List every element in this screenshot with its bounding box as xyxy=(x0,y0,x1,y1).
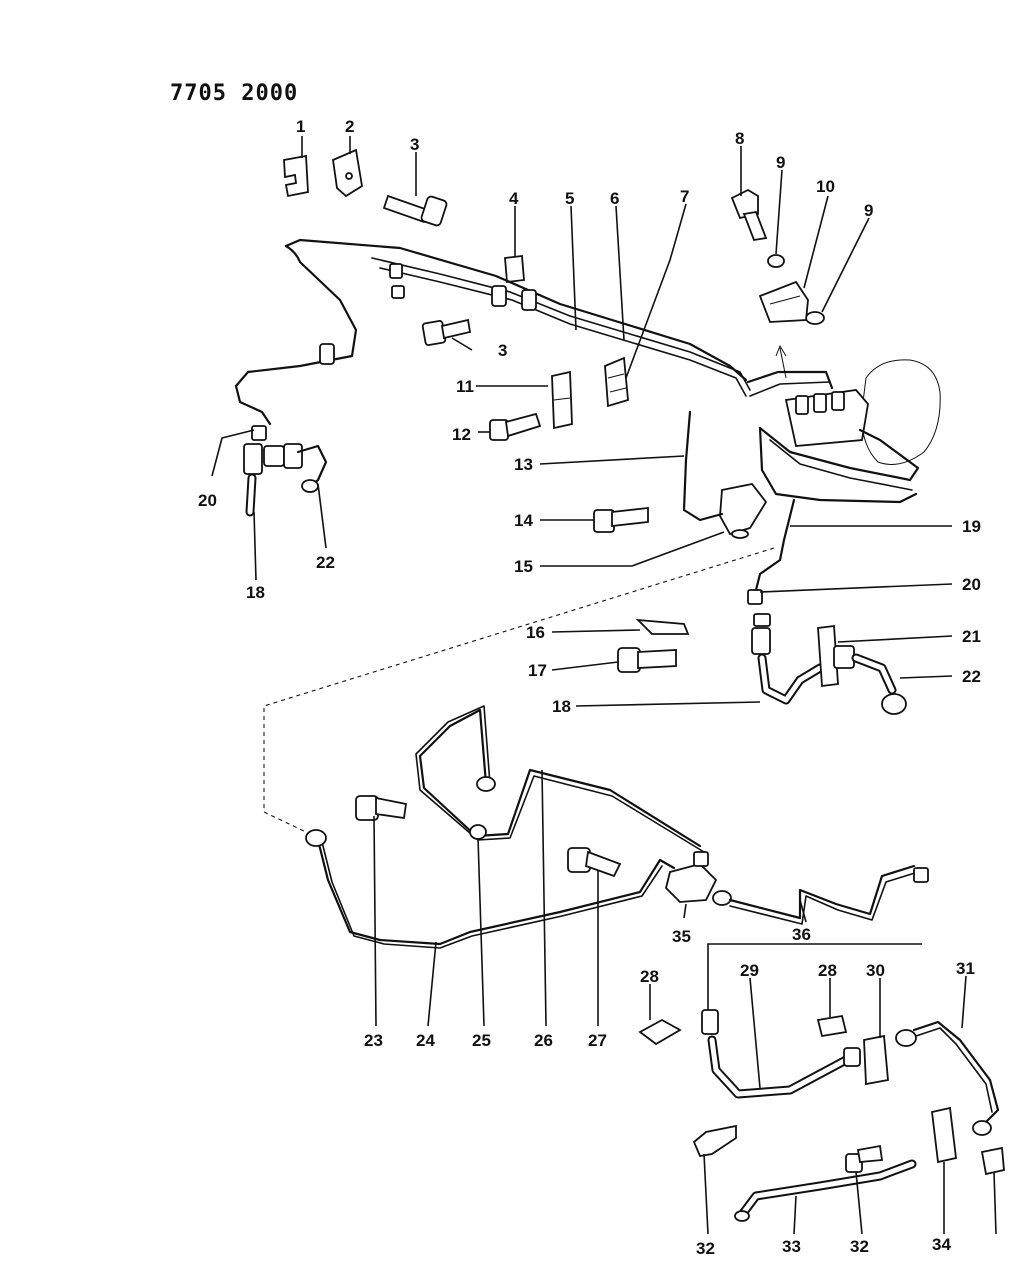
part-31-line xyxy=(895,1020,1000,1136)
callout-22: 22 xyxy=(962,667,981,686)
line-fitting xyxy=(476,776,496,792)
callout-22: 22 xyxy=(316,553,335,572)
line-clamp xyxy=(491,285,507,307)
part-9-washer-a xyxy=(767,254,785,268)
rear-clip xyxy=(980,1146,1005,1176)
part-11-clip xyxy=(551,370,573,430)
part-34-bracket xyxy=(931,1106,957,1164)
callout-6: 6 xyxy=(610,189,619,208)
part-2-clamp xyxy=(332,148,363,198)
line-clamp xyxy=(521,289,537,311)
callout-1: 1 xyxy=(296,117,305,136)
part-5-6-brake-lines xyxy=(234,238,751,404)
callout-17: 17 xyxy=(528,661,547,680)
part-35-valve xyxy=(665,851,732,906)
part-32-bolt-b xyxy=(845,1144,884,1173)
callout-8: 8 xyxy=(735,129,744,148)
callout-21: 21 xyxy=(962,627,981,646)
callout-5: 5 xyxy=(565,189,574,208)
line-fitting xyxy=(305,829,327,847)
callout-20: 20 xyxy=(198,491,217,510)
part-14-bolt xyxy=(593,506,649,533)
callout-30: 30 xyxy=(866,961,885,980)
part-3-bolt-lower xyxy=(421,318,472,346)
callout-32: 32 xyxy=(696,1239,715,1258)
callout-19: 19 xyxy=(962,517,981,536)
right-front-hose-assembly xyxy=(747,589,907,715)
callout-26: 26 xyxy=(534,1031,553,1050)
diagram-code: 7705 2000 xyxy=(170,81,298,106)
callout-20: 20 xyxy=(962,575,981,594)
part-3-bolt-upper xyxy=(382,194,448,227)
callout-18: 18 xyxy=(552,697,571,716)
callout-28: 28 xyxy=(640,967,659,986)
line-clamp xyxy=(319,343,335,365)
callout-31: 31 xyxy=(956,959,975,978)
part-28-clip-a xyxy=(638,1018,682,1046)
part-17-bolt xyxy=(617,647,677,673)
callout-25: 25 xyxy=(472,1031,491,1050)
callout-3: 3 xyxy=(498,341,507,360)
callout-numbers: 1 2 3 3 4 5 6 7 8 9 9 10 11 12 13 14 15 … xyxy=(198,117,981,1258)
part-28-clip-b xyxy=(816,1014,848,1038)
line-clamp xyxy=(389,263,403,279)
callout-27: 27 xyxy=(588,1031,607,1050)
part-13-line xyxy=(682,410,724,522)
line-fitting xyxy=(913,867,929,883)
part-12-bolt xyxy=(489,412,542,441)
callout-18: 18 xyxy=(246,583,265,602)
connector-line xyxy=(707,943,922,1010)
part-26-line xyxy=(418,708,702,848)
part-30-bracket xyxy=(863,1034,889,1086)
callout-11: 11 xyxy=(456,377,474,396)
part-10-union xyxy=(758,280,809,323)
callout-7: 7 xyxy=(680,187,689,206)
part-24-line xyxy=(316,838,676,946)
part-33-hose xyxy=(734,1159,917,1222)
callout-33: 33 xyxy=(782,1237,801,1256)
part-29-hose xyxy=(701,1009,861,1099)
part-15-valve xyxy=(719,483,768,539)
callout-36: 36 xyxy=(792,925,811,944)
callout-4: 4 xyxy=(509,189,519,208)
part-16-clip xyxy=(635,618,690,635)
callout-10: 10 xyxy=(816,177,835,196)
part-8-bolt xyxy=(730,188,768,242)
part-1-clip xyxy=(283,154,309,198)
leader-lines xyxy=(211,136,997,1235)
part-4-clip xyxy=(504,254,525,284)
part-19-line xyxy=(754,498,796,592)
callout-9: 9 xyxy=(864,201,873,220)
callout-3: 3 xyxy=(410,135,419,154)
connector-dashed xyxy=(263,547,775,833)
part-27-bolt xyxy=(567,847,622,878)
callout-2: 2 xyxy=(345,117,354,136)
callout-15: 15 xyxy=(514,557,533,576)
part-9-washer-b xyxy=(805,311,825,325)
line-clamp xyxy=(391,285,405,299)
callout-34: 34 xyxy=(932,1235,951,1254)
part-23-bolt xyxy=(355,795,408,821)
part-32-bolt-a xyxy=(692,1124,737,1158)
callout-9: 9 xyxy=(776,153,785,172)
callout-16: 16 xyxy=(526,623,545,642)
callout-14: 14 xyxy=(514,511,533,530)
callout-35: 35 xyxy=(672,927,691,946)
callout-12: 12 xyxy=(452,425,471,444)
callout-24: 24 xyxy=(416,1031,435,1050)
part-36-line xyxy=(728,864,916,920)
master-cylinder xyxy=(746,344,941,504)
line-fitting xyxy=(469,824,487,840)
callout-23: 23 xyxy=(364,1031,383,1050)
callout-13: 13 xyxy=(514,455,533,474)
part-7-bracket xyxy=(604,356,629,408)
callout-29: 29 xyxy=(740,961,759,980)
left-front-hose-assembly xyxy=(238,400,328,517)
callout-28: 28 xyxy=(818,961,837,980)
callout-32: 32 xyxy=(850,1237,869,1256)
